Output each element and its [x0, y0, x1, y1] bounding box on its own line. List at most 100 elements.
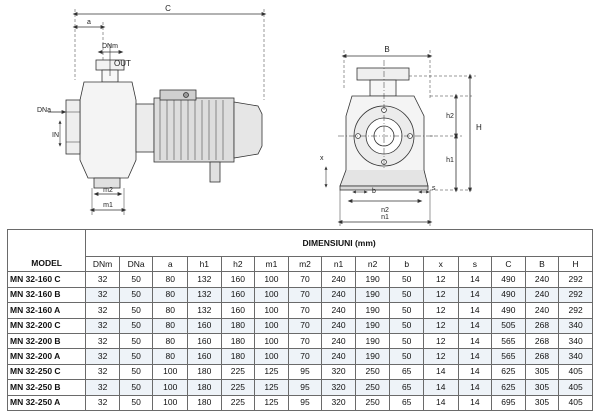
value-cell: 70	[287, 286, 323, 304]
value-cell: 240	[321, 348, 356, 365]
value-cell: 160	[187, 317, 222, 334]
value-cell: 12	[422, 348, 459, 365]
value-cell: 50	[118, 271, 154, 288]
value-cell: 14	[457, 317, 493, 334]
value-cell: 12	[422, 317, 459, 334]
value-cell: 240	[321, 317, 356, 334]
value-cell: 50	[389, 348, 424, 365]
value-cell: 160	[187, 332, 222, 350]
model-cell: MN 32-160 B	[6, 286, 87, 304]
value-cell: 100	[152, 363, 189, 381]
column-header: H	[558, 255, 593, 273]
technical-drawing: C a DNm OUT DNa IN m2 m1	[37, 4, 482, 226]
model-header: MODEL	[6, 228, 87, 273]
value-cell: 180	[220, 332, 256, 350]
label-s: s	[432, 185, 436, 192]
value-cell: 320	[321, 363, 356, 381]
column-header: h1	[187, 255, 222, 273]
value-cell: 50	[118, 363, 154, 381]
value-cell: 50	[118, 286, 154, 304]
label-b-upper: B	[384, 45, 389, 54]
fan-cover	[233, 101, 263, 159]
model-cell: MN 32-250 C	[6, 363, 87, 381]
value-cell: 625	[491, 363, 526, 381]
model-cell: MN 32-160 A	[6, 302, 87, 319]
value-cell: 490	[491, 286, 526, 304]
label-dna: DNa	[37, 107, 51, 114]
value-cell: 100	[254, 348, 289, 365]
value-cell: 405	[558, 379, 593, 396]
value-cell: 405	[558, 363, 593, 381]
model-cell: MN 32-160 C	[6, 271, 87, 288]
value-cell: 190	[354, 348, 391, 365]
value-cell: 12	[422, 332, 459, 350]
value-cell: 292	[558, 286, 593, 304]
value-cell: 32	[85, 363, 120, 381]
value-cell: 305	[524, 379, 560, 396]
column-header: B	[524, 255, 560, 273]
value-cell: 95	[287, 363, 323, 381]
value-cell: 125	[254, 363, 289, 381]
model-cell: MN 32-250 B	[6, 379, 87, 396]
value-cell: 250	[354, 363, 391, 381]
value-cell: 292	[558, 302, 593, 319]
label-h: H	[476, 123, 482, 132]
value-cell: 32	[85, 348, 120, 365]
pump-casing	[79, 81, 137, 179]
value-cell: 100	[254, 317, 289, 334]
column-header: DNm	[85, 255, 120, 273]
value-cell: 70	[287, 348, 323, 365]
value-cell: 14	[457, 271, 493, 288]
value-cell: 80	[152, 348, 189, 365]
label-in: IN	[52, 132, 59, 139]
value-cell: 50	[118, 302, 154, 319]
value-cell: 180	[220, 317, 256, 334]
value-cell: 32	[85, 379, 120, 396]
column-header: m1	[254, 255, 289, 273]
column-header: b	[389, 255, 424, 273]
column-header: a	[152, 255, 189, 273]
value-cell: 240	[524, 302, 560, 319]
label-dnm: DNm	[102, 43, 118, 50]
value-cell: 190	[354, 317, 391, 334]
value-cell: 80	[152, 286, 189, 304]
label-h2: h2	[446, 113, 454, 120]
value-cell: 70	[287, 317, 323, 334]
front-base	[339, 169, 429, 187]
value-cell: 80	[152, 271, 189, 288]
front-view	[324, 50, 476, 226]
value-cell: 132	[187, 271, 222, 288]
label-n1: n1	[381, 214, 389, 221]
value-cell: 14	[457, 379, 493, 396]
value-cell: 12	[422, 302, 459, 319]
value-cell: 268	[524, 317, 560, 334]
value-cell: 225	[220, 363, 256, 381]
label-m1: m1	[103, 202, 113, 209]
value-cell: 190	[354, 302, 391, 319]
value-cell: 490	[491, 302, 526, 319]
value-cell: 190	[354, 271, 391, 288]
value-cell: 50	[389, 286, 424, 304]
value-cell: 160	[187, 348, 222, 365]
value-cell: 50	[118, 348, 154, 365]
column-header: DNa	[118, 255, 154, 273]
value-cell: 180	[220, 348, 256, 365]
value-cell: 80	[152, 332, 189, 350]
value-cell: 250	[354, 379, 391, 396]
side-view	[48, 9, 267, 215]
value-cell: 14	[457, 332, 493, 350]
value-cell: 14	[422, 363, 459, 381]
value-cell: 70	[287, 271, 323, 288]
value-cell: 32	[85, 271, 120, 288]
value-cell: 12	[422, 286, 459, 304]
value-cell: 50	[389, 317, 424, 334]
value-cell: 490	[491, 271, 526, 288]
value-cell: 50	[389, 332, 424, 350]
